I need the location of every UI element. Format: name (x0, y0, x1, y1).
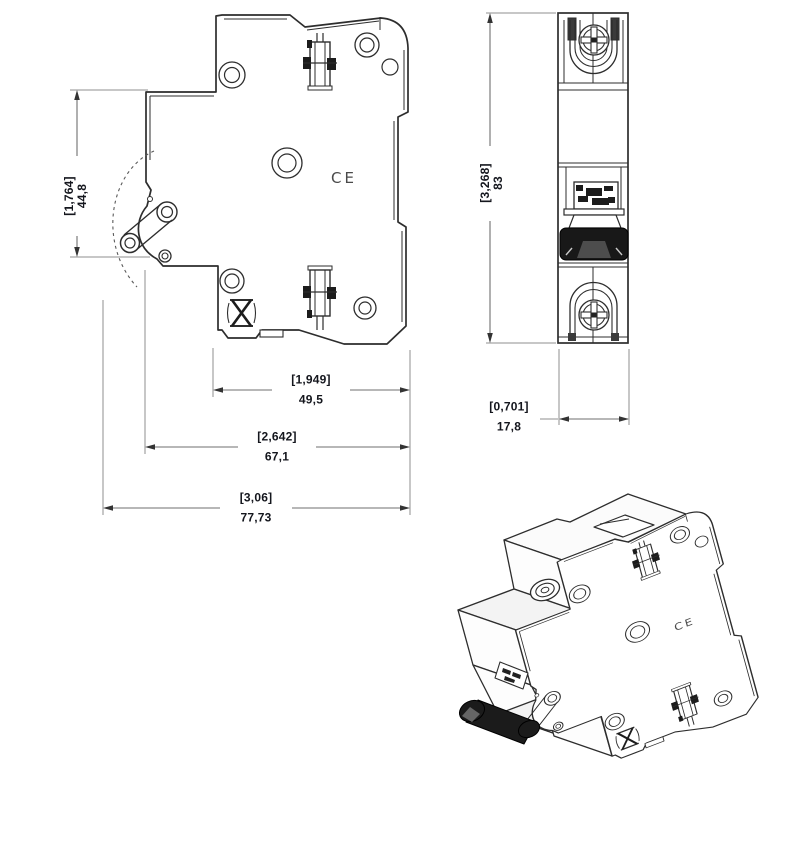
dim-total-width-label: [3,06] 77,73 (239, 490, 273, 525)
mm-value: 67,1 (264, 449, 290, 464)
mm-value: 44,8 (75, 183, 89, 209)
inch-value: [3,06] (239, 490, 273, 505)
mm-value: 49,5 (298, 392, 324, 407)
dim-body-width-label: [2,642] 67,1 (257, 429, 297, 464)
mm-value: 83 (491, 176, 505, 190)
inch-value: [0,701] (489, 399, 529, 414)
iso-rating-label (494, 661, 529, 690)
isometric-view (457, 493, 764, 796)
side-view (112, 13, 410, 346)
dim-base-width-label: [1,949] 49,5 (291, 372, 331, 407)
toggle-travel-arc (112, 150, 155, 288)
inch-value: [2,642] (257, 429, 297, 444)
dim-front-height-label: [3,268] 83 (478, 163, 505, 202)
mm-value: 77,73 (240, 510, 272, 525)
bottom-screw (578, 299, 610, 331)
mm-value: 17,8 (496, 419, 522, 434)
iso-terminal-screw-hole (529, 578, 561, 602)
front-view (557, 12, 629, 344)
rating-label (573, 181, 619, 210)
dim-side-height-label: [1,764] 44,8 (62, 176, 89, 215)
top-screw (578, 24, 610, 56)
dimension-graphics (70, 12, 630, 515)
dim-front-width-label: [0,701] 17,8 (489, 399, 529, 434)
inch-value: [1,949] (291, 372, 331, 387)
toggle-lever (559, 227, 629, 261)
iso-toggle-lever (458, 699, 541, 745)
